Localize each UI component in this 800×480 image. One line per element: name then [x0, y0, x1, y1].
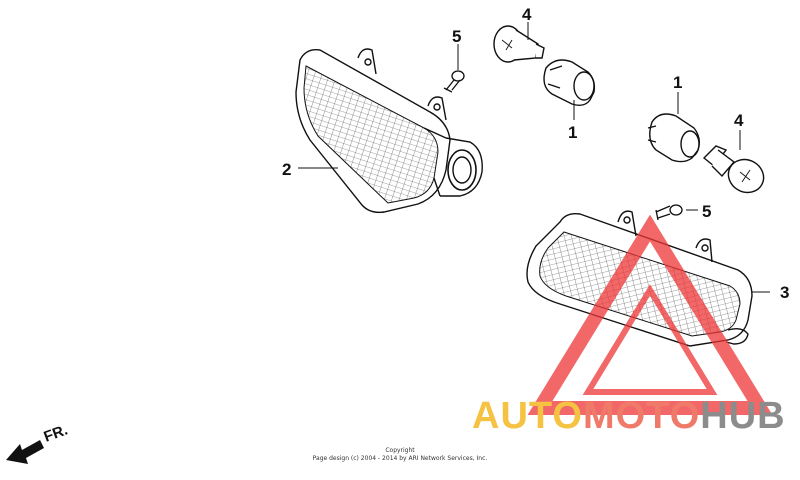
callout-4-right: 4 — [734, 111, 744, 130]
bulb-socket-right — [647, 113, 701, 163]
callout-4-upper: 4 — [522, 5, 532, 24]
copyright-line2: Page design (c) 2004 - 2014 by ARI Netwo… — [313, 455, 488, 462]
bulb-socket-upper — [543, 59, 596, 107]
screw-upper — [443, 70, 465, 93]
right-turn-signal-housing — [526, 210, 753, 347]
bulb-right — [702, 145, 765, 194]
bulb-upper — [493, 25, 545, 63]
watermark-part2: MOTO — [583, 395, 700, 437]
front-arrow-icon — [6, 440, 44, 464]
watermark-part3: HUB — [700, 395, 785, 437]
watermark-logo — [527, 214, 773, 415]
screw-right — [655, 204, 683, 221]
left-turn-signal-housing — [295, 48, 483, 214]
callout-1-upper: 1 — [568, 123, 577, 142]
callout-1-right: 1 — [673, 73, 682, 92]
copyright-line1: Copyright — [385, 447, 415, 454]
callout-2: 2 — [282, 160, 291, 179]
watermark-text: AUTOMOTOHUB — [472, 395, 786, 437]
direction-label: FR. — [42, 422, 71, 446]
callout-3: 3 — [780, 283, 789, 302]
callout-5-upper: 5 — [452, 27, 461, 46]
watermark-part1: AUTO — [472, 395, 583, 437]
callout-5-right: 5 — [702, 202, 711, 221]
leader-lines — [298, 22, 770, 293]
